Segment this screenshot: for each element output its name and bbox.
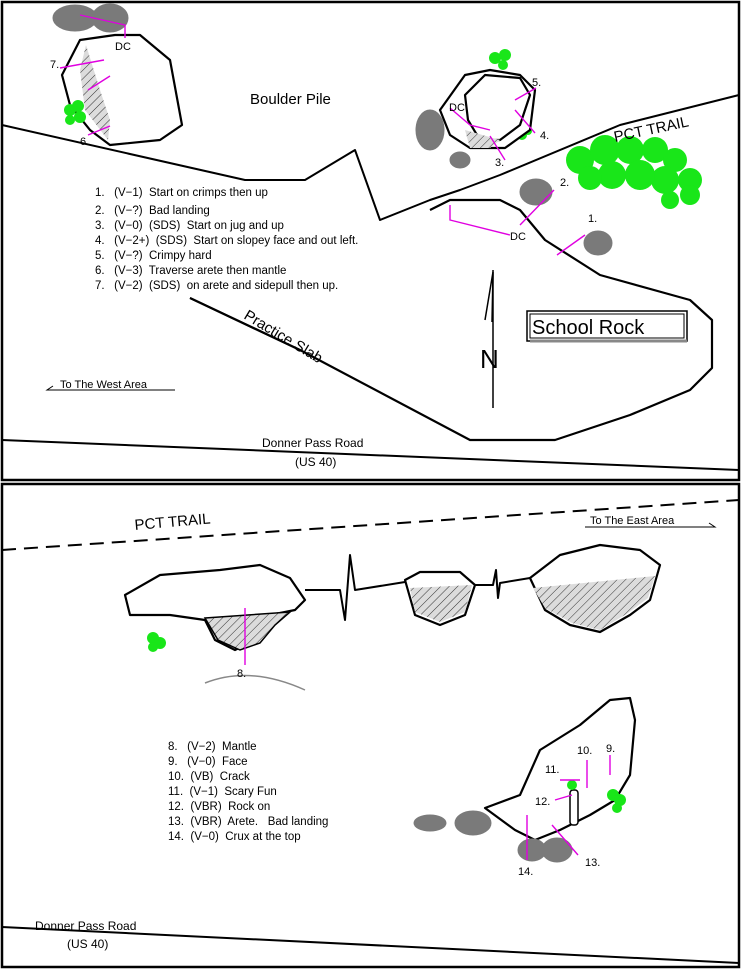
route-13: 13. (VBR) Arete. Bad landing — [168, 816, 328, 828]
boulder-gray-3 — [415, 109, 445, 151]
road-line-bottom — [1, 926, 740, 964]
marker-6: 6. — [80, 136, 89, 148]
route-7: 7. (V−2) (SDS) on arete and sidepull the… — [95, 280, 338, 292]
boulder-gray-5 — [519, 178, 553, 206]
school-rock-outline — [189, 198, 714, 442]
cliff-crack-line-2 — [475, 569, 531, 599]
route-5: 5. (V−?) Crimpy hard — [95, 250, 212, 262]
marker-dc-1: DC — [115, 41, 131, 53]
marker-8: 8. — [237, 668, 246, 680]
lower-right-rock — [483, 696, 637, 842]
marker-1: 1. — [588, 213, 597, 225]
marker-9: 9. — [606, 743, 615, 755]
boulder-center-inner — [463, 73, 532, 142]
marker-2: 2. — [560, 177, 569, 189]
route-14: 14. (V−0) Crux at the top — [168, 831, 301, 843]
route-list-bottom: 8. (V−2) Mantle 9. (V−0) Face 10. (VB) C… — [168, 741, 328, 843]
route-3: 3. (V−0) (SDS) Start on jug and up — [95, 220, 284, 232]
route-8: 8. (V−2) Mantle — [168, 741, 257, 753]
bush-icon — [489, 49, 511, 70]
bottom-panel-frame — [0, 482, 741, 969]
marker-5: 5. — [532, 77, 541, 89]
pct-trail-label-bottom: PCT TRAIL — [134, 510, 211, 534]
road-label-top: Donner Pass Road — [262, 436, 363, 450]
hatched-face-middle — [410, 585, 472, 622]
route-10: 10. (VB) Crack — [168, 771, 250, 783]
route-12: 12. (VBR) Rock on — [168, 801, 270, 813]
marker-3: 3. — [495, 157, 504, 169]
north-label: N — [480, 344, 499, 374]
route-list-top: 1. (V−1) Start on crimps then up 2. (V−?… — [95, 187, 358, 292]
route-arrows-bottom — [244, 608, 611, 860]
route-1: 1. (V−1) Start on crimps then up — [95, 187, 268, 199]
boulder-gray-7 — [413, 814, 447, 832]
hatched-face-left-bottom — [203, 611, 293, 651]
bush-icon — [147, 632, 166, 652]
boulder-gray-6 — [583, 230, 613, 256]
school-rock-label-box: School Rock — [526, 310, 688, 343]
vegetation-cluster — [566, 135, 702, 209]
bush-icon — [64, 100, 86, 125]
route-2: 2. (V−?) Bad landing — [95, 205, 210, 217]
route-9: 9. (V−0) Face — [168, 756, 248, 768]
road-number-bottom: (US 40) — [67, 937, 108, 951]
pct-trail-dashed — [1, 499, 740, 551]
road-number-top: (US 40) — [295, 455, 336, 469]
boulder-gray-2 — [91, 3, 129, 33]
bush-icon — [567, 780, 577, 790]
marker-12: 12. — [535, 796, 550, 808]
school-rock-slab-edge — [189, 297, 301, 351]
bush-icon — [607, 789, 626, 813]
marker-dc-2: DC — [449, 102, 465, 114]
landing-curve — [204, 674, 306, 691]
marker-11: 11. — [545, 764, 559, 776]
to-east-label: To The East Area — [590, 515, 675, 527]
route-11: 11. (V−1) Scary Fun — [168, 786, 277, 798]
to-east-arrow: To The East Area — [585, 515, 717, 528]
marker-10: 10. — [577, 745, 592, 757]
marker-dc-3: DC — [510, 231, 526, 243]
road-label-bottom: Donner Pass Road — [35, 919, 136, 933]
boulder-gray-4 — [449, 151, 471, 169]
route-arrows-top — [59, 14, 586, 256]
top-panel-frame — [0, 0, 741, 482]
boulder-pile-label: Boulder Pile — [250, 91, 331, 108]
marker-13: 13. — [585, 857, 600, 869]
to-west-label: To The West Area — [60, 379, 148, 391]
road-line-top — [1, 439, 740, 471]
hatched-face-left — [80, 45, 110, 140]
crack-feature — [569, 789, 579, 826]
hatched-face-center — [465, 130, 500, 148]
route-4: 4. (V−2+) (SDS) Start on slopey face and… — [95, 235, 358, 247]
boulder-gray-10 — [541, 837, 573, 863]
boulder-gray-8 — [454, 810, 492, 836]
hillside-line — [1, 94, 740, 221]
to-west-arrow: To The West Area — [45, 379, 175, 391]
cliff-crack-line — [305, 554, 406, 621]
marker-4: 4. — [540, 130, 549, 142]
school-rock-label: School Rock — [532, 317, 645, 339]
marker-14: 14. — [518, 866, 533, 878]
hatched-face-right — [533, 576, 655, 630]
north-arrow: N — [480, 270, 499, 408]
route-6: 6. (V−3) Traverse arete then mantle — [95, 265, 286, 277]
marker-7: 7. — [50, 59, 59, 71]
